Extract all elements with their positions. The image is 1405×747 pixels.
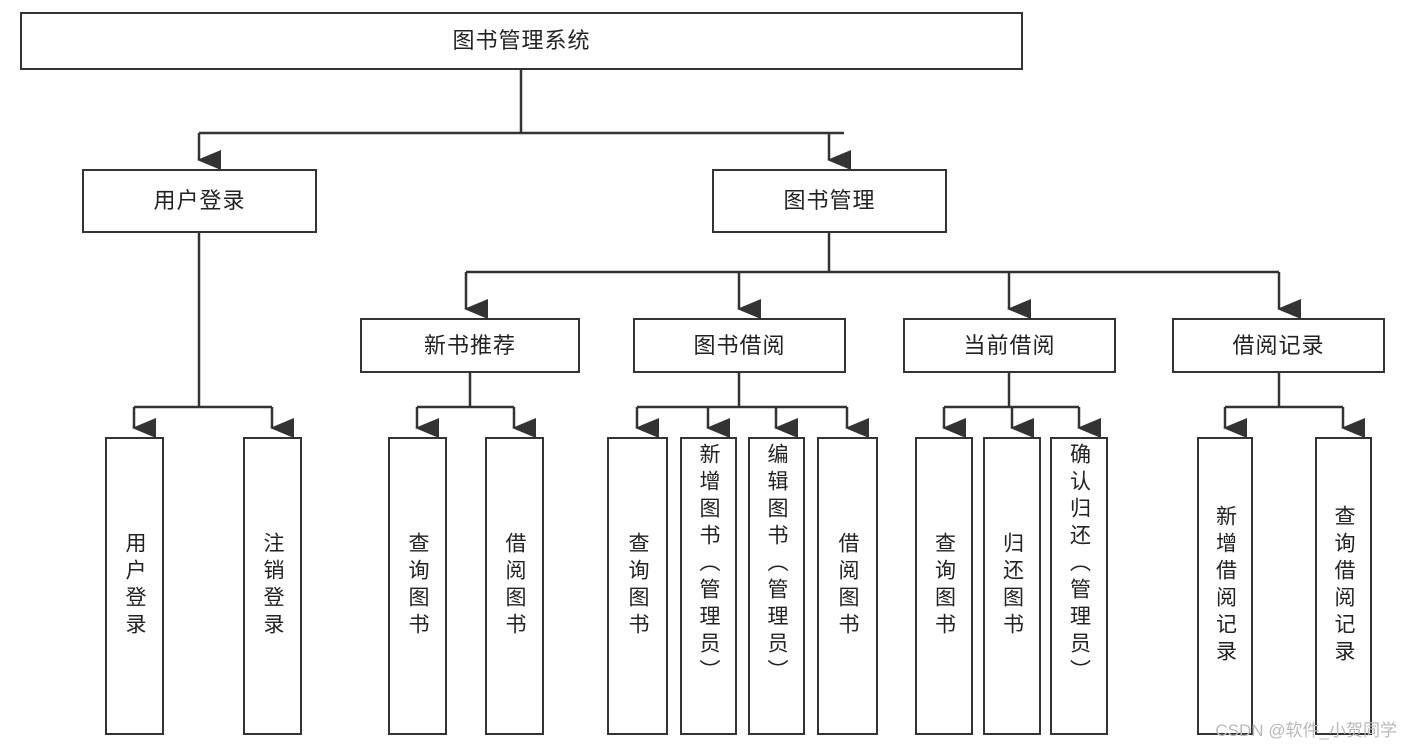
csdn-watermark: CSDN @软件_小贺同学 (1215, 721, 1397, 740)
leaf-query-book-current[interactable]: 查询图书 (915, 437, 973, 735)
leaf-query-book-recommend[interactable]: 查询图书 (388, 437, 447, 735)
leaf-return-book[interactable]: 归还图书 (983, 437, 1041, 735)
node-book-management[interactable]: 图书管理 (712, 169, 947, 233)
leaf-query-book-recommend-label: 查询图书 (406, 532, 429, 640)
leaf-user-login-label: 用户登录 (123, 532, 146, 640)
leaf-logout-label: 注销登录 (261, 532, 284, 640)
node-book-borrow-label: 图书借阅 (693, 332, 786, 358)
leaf-borrow-book[interactable]: 借阅图书 (817, 437, 878, 735)
leaf-add-book-admin-label: 新增图书（管理员） (697, 443, 720, 686)
leaf-add-borrow-record[interactable]: 新增借阅记录 (1197, 437, 1253, 735)
node-borrow-records-label: 借阅记录 (1232, 332, 1325, 358)
node-book-management-label: 图书管理 (783, 188, 876, 214)
node-book-borrow[interactable]: 图书借阅 (633, 318, 846, 373)
leaf-confirm-return-admin-label: 确认归还（管理员） (1067, 443, 1091, 686)
node-new-book-recommend[interactable]: 新书推荐 (360, 318, 580, 373)
leaf-borrow-book-label: 借阅图书 (836, 532, 859, 640)
node-new-book-recommend-label: 新书推荐 (423, 332, 516, 358)
leaf-confirm-return-admin[interactable]: 确认归还（管理员） (1050, 437, 1108, 735)
leaf-borrow-book-recommend-label: 借阅图书 (503, 532, 526, 640)
leaf-user-login[interactable]: 用户登录 (105, 437, 164, 735)
leaf-edit-book-admin[interactable]: 编辑图书（管理员） (748, 437, 805, 735)
leaf-logout[interactable]: 注销登录 (243, 437, 302, 735)
node-current-borrow[interactable]: 当前借阅 (903, 318, 1116, 373)
leaf-edit-book-admin-label: 编辑图书（管理员） (765, 443, 788, 686)
node-current-borrow-label: 当前借阅 (963, 332, 1056, 358)
node-user-login-label: 用户登录 (153, 188, 246, 214)
leaf-add-borrow-record-label: 新增借阅记录 (1213, 505, 1237, 667)
node-user-login[interactable]: 用户登录 (82, 169, 317, 233)
leaf-borrow-book-recommend[interactable]: 借阅图书 (485, 437, 544, 735)
leaf-query-borrow-record[interactable]: 查询借阅记录 (1315, 437, 1372, 735)
leaf-add-book-admin[interactable]: 新增图书（管理员） (680, 437, 737, 735)
node-borrow-records[interactable]: 借阅记录 (1172, 318, 1385, 373)
node-root-label: 图书管理系统 (452, 28, 591, 54)
leaf-return-book-label: 归还图书 (1000, 532, 1024, 640)
leaf-query-book-current-label: 查询图书 (932, 532, 956, 640)
node-root[interactable]: 图书管理系统 (20, 12, 1023, 70)
leaf-query-borrow-record-label: 查询借阅记录 (1332, 505, 1355, 667)
leaf-query-book-borrow-label: 查询图书 (626, 532, 649, 640)
leaf-query-book-borrow[interactable]: 查询图书 (607, 437, 668, 735)
